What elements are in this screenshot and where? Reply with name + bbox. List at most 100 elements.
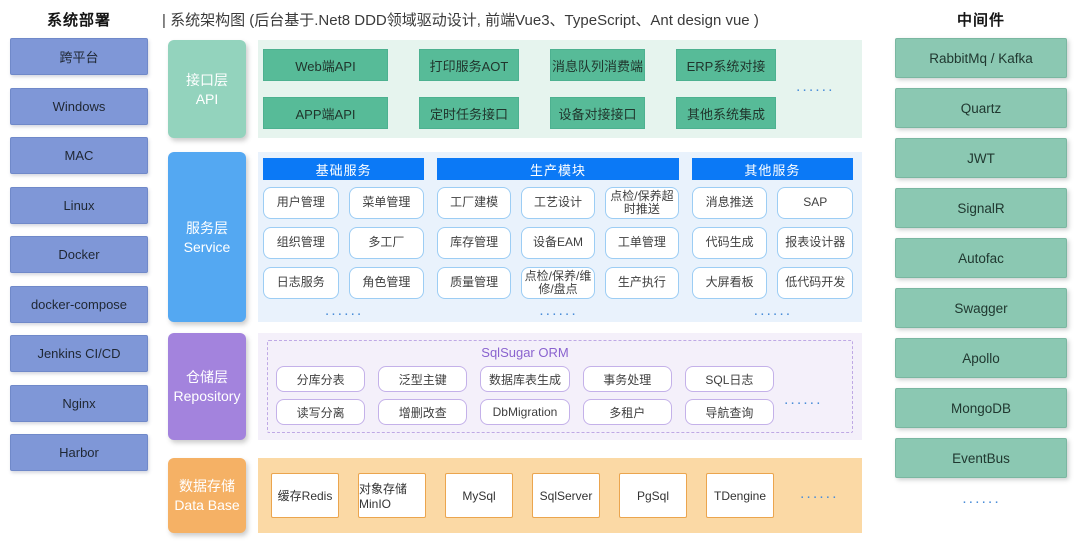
api-cell-grid: Web端API 打印服务AOT 消息队列消费端 ERP系统对接 APP端API 定时任务接… — [263, 49, 776, 129]
sqlsugar-orm-title: SqlSugar ORM — [481, 345, 569, 360]
service-layer-body: 基础服务 用户管理菜单管理组织管理多工厂日志服务角色管理 ...... 生产模块… — [258, 152, 862, 322]
middleware-item: Autofac — [895, 238, 1067, 278]
repository-cell: SQL日志 — [684, 366, 774, 392]
service-cell: 组织管理 — [263, 227, 339, 259]
deployment-item: Windows — [10, 87, 148, 125]
deployment-item: MAC — [10, 137, 148, 174]
service-cell: 角色管理 — [348, 267, 425, 299]
repository-cell-grid: 分库分表泛型主键数据库表生成事务处理 SQL日志读写分离增删改查 DbMigrati… — [276, 366, 774, 425]
service-cell: 生产执行 — [604, 267, 679, 299]
api-layer-row: 接口层 API Web端API 打印服务AOT 消息队列消费端 ERP系统对接 APP端… — [168, 40, 862, 138]
api-cell: 打印服务AOT — [419, 49, 519, 81]
deployment-item: Docker — [10, 236, 148, 273]
repository-cell: 事务处理 — [582, 366, 672, 392]
repository-cell: 泛型主键 — [378, 366, 468, 392]
api-layer-body: Web端API 打印服务AOT 消息队列消费端 ERP系统对接 APP端API 定时任务接… — [258, 40, 862, 138]
repository-layer-body: SqlSugar ORM 分库分表泛型主键数据库表生成事务处理 SQL日志读写分离… — [258, 333, 862, 440]
api-cell: ERP系统对接 — [676, 49, 776, 81]
repository-cell: 增删改查 — [378, 399, 468, 425]
service-group-header: 生产模块 — [437, 158, 679, 180]
service-cell: 日志服务 — [263, 267, 339, 299]
deployment-item: Linux — [10, 186, 148, 224]
service-cell: 消息推送 — [691, 187, 768, 219]
service-cell-grid: 用户管理菜单管理组织管理多工厂日志服务角色管理 — [263, 187, 425, 299]
database-cell: PgSql — [619, 473, 687, 518]
database-cell: MySql — [445, 473, 513, 518]
api-cell: APP端API — [263, 97, 388, 129]
repository-cell: 多租户 — [582, 399, 672, 425]
service-cell: 多工厂 — [348, 227, 425, 259]
repository-more-dots: ...... — [783, 397, 822, 407]
service-cell: SAP — [777, 187, 853, 219]
service-cell: 代码生成 — [691, 227, 768, 259]
middleware-more-dots: ...... — [961, 496, 1001, 506]
database-cell: 对象存储MinIO — [358, 473, 426, 518]
api-cell: 其他系统集成 — [676, 97, 776, 129]
service-cell: 质量管理 — [437, 267, 512, 299]
api-more-dots: ...... — [795, 84, 834, 94]
layer-rows: 接口层 API Web端API 打印服务AOT 消息队列消费端 ERP系统对接 APP端… — [168, 40, 862, 533]
service-cell: 低代码开发 — [777, 267, 853, 299]
middleware-item: Apollo — [895, 338, 1067, 378]
api-layer-label-zh: 接口层 — [186, 71, 228, 88]
deployment-item: Harbor — [10, 434, 148, 471]
database-cell: 缓存Redis — [271, 473, 339, 518]
repository-cell: 数据库表生成 — [480, 366, 570, 392]
api-cell: Web端API — [263, 49, 388, 81]
service-cell: 工艺设计 — [521, 187, 595, 219]
service-cell: 报表设计器 — [777, 227, 853, 259]
service-group: 其他服务 消息推送 SAP 代码生成报表设计器大屏看板低代码开发 ...... — [691, 158, 853, 320]
service-cell: 大屏看板 — [691, 267, 768, 299]
api-cell: 设备对接接口 — [550, 97, 645, 129]
middleware-item: MongoDB — [895, 388, 1067, 428]
service-group-more-dots: ...... — [753, 308, 792, 318]
service-layer-label: 服务层 Service — [168, 152, 246, 322]
service-group-header: 基础服务 — [263, 158, 425, 180]
service-cell: 菜单管理 — [348, 187, 425, 219]
service-cell-grid: 消息推送 SAP 代码生成报表设计器大屏看板低代码开发 — [691, 187, 853, 299]
database-cell: TDengine — [706, 473, 774, 518]
service-cell: 点检/保养超时推送 — [604, 187, 679, 219]
api-layer-label: 接口层 API — [168, 40, 246, 138]
repository-layer-label-en: Repository — [173, 388, 241, 404]
service-group: 基础服务 用户管理菜单管理组织管理多工厂日志服务角色管理 ...... — [263, 158, 425, 320]
middleware-item: Quartz — [895, 88, 1067, 128]
deployment-item: Nginx — [10, 384, 148, 422]
service-group-more-dots: ...... — [324, 308, 363, 318]
repository-layer-row: 仓储层 Repository SqlSugar ORM 分库分表泛型主键数据库表… — [168, 333, 862, 440]
repository-layer-label: 仓储层 Repository — [168, 333, 246, 440]
middleware-item: JWT — [895, 138, 1067, 178]
service-group-more-dots: ...... — [538, 308, 578, 318]
diagram-title: | 系统架构图 (后台基于.Net8 DDD领域驱动设计, 前端Vue3、Typ… — [162, 12, 759, 29]
database-layer-label-zh: 数据存储 — [179, 478, 235, 494]
repository-cell: DbMigration — [480, 399, 570, 425]
middleware-item: Swagger — [895, 288, 1067, 328]
middleware-item: EventBus — [895, 438, 1067, 478]
service-cell: 点检/保养/维修/盘点 — [521, 267, 595, 299]
api-cell: 定时任务接口 — [419, 97, 519, 129]
service-cell: 工单管理 — [604, 227, 679, 259]
repository-layer-label-zh: 仓储层 — [186, 369, 228, 385]
deployment-item: Jenkins CI/CD — [10, 335, 148, 372]
deployment-header: 系统部署 — [46, 11, 111, 29]
api-cell: 消息队列消费端 — [550, 49, 645, 81]
service-group-header: 其他服务 — [691, 158, 853, 180]
middleware-item: SignalR — [895, 188, 1067, 228]
database-more-dots: ...... — [799, 490, 838, 501]
service-layer-row: 服务层 Service 基础服务 用户管理菜单管理组织管理多工厂日志服务角色管理… — [168, 152, 862, 322]
deployment-item: docker-compose — [10, 285, 148, 323]
database-layer-label: 数据存储 Data Base — [168, 458, 246, 533]
repository-cell: 分库分表 — [276, 366, 366, 392]
service-cell: 库存管理 — [437, 227, 512, 259]
api-layer-label-en: API — [195, 90, 219, 107]
repository-cell: 读写分离 — [276, 399, 366, 425]
